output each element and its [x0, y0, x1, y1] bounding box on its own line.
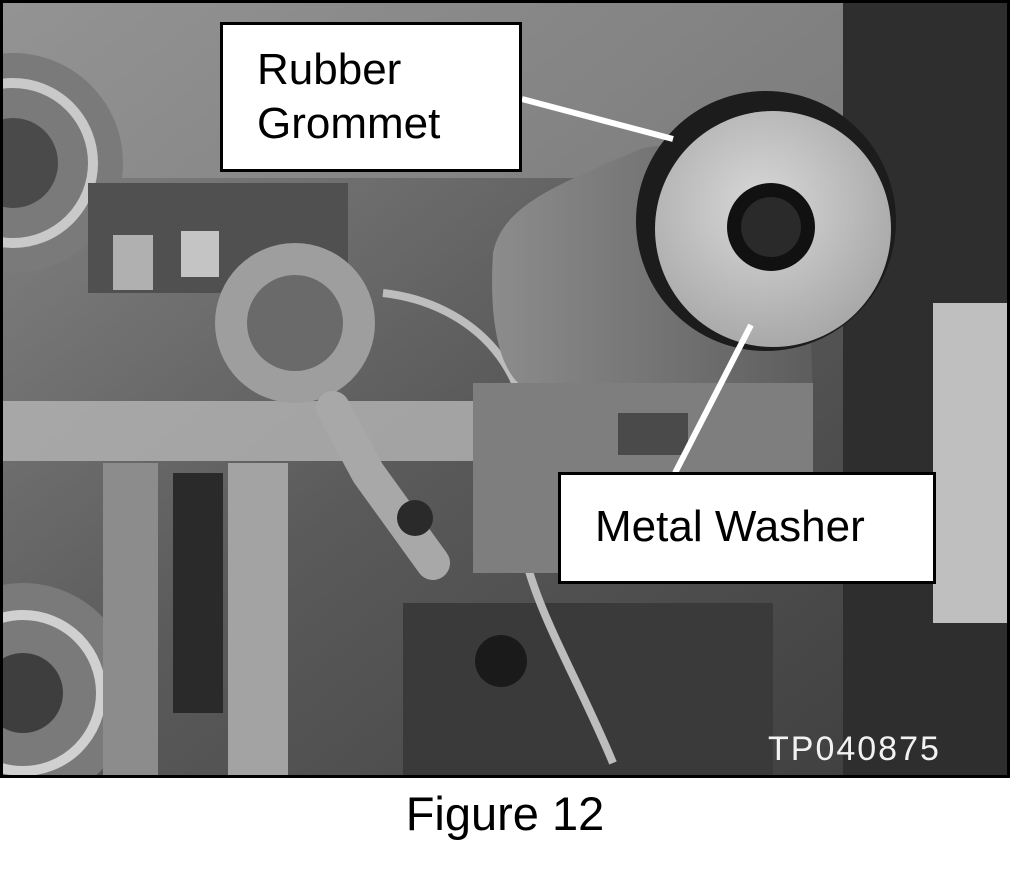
grommet-leader-line — [521, 96, 674, 142]
terminal-clip-b — [181, 231, 219, 277]
left-circular-part-bottom — [3, 583, 133, 775]
dark-slot — [173, 473, 223, 713]
rubber-grommet-callout: Rubber Grommet — [220, 22, 522, 172]
washer-leader-line — [672, 323, 754, 475]
right-highlight — [933, 303, 1007, 623]
frame-rail — [3, 401, 483, 461]
callout-line-2: Grommet — [257, 98, 441, 148]
grommet-and-washer — [636, 91, 896, 351]
callout-text: Metal Washer — [595, 502, 865, 551]
callout-line-1: Rubber — [257, 45, 402, 94]
terminal-clip-a — [113, 235, 153, 290]
lower-dark-block — [403, 603, 773, 775]
photo-id-watermark: TP040875 — [768, 730, 941, 768]
ring-terminal — [215, 243, 450, 580]
vertical-post-left — [103, 463, 158, 775]
vertical-post-middle — [228, 463, 288, 775]
figure-caption: Figure 12 — [405, 787, 605, 840]
metal-washer-callout: Metal Washer — [558, 472, 936, 584]
bracket-tab — [618, 413, 688, 455]
bolt-hole — [475, 635, 527, 687]
